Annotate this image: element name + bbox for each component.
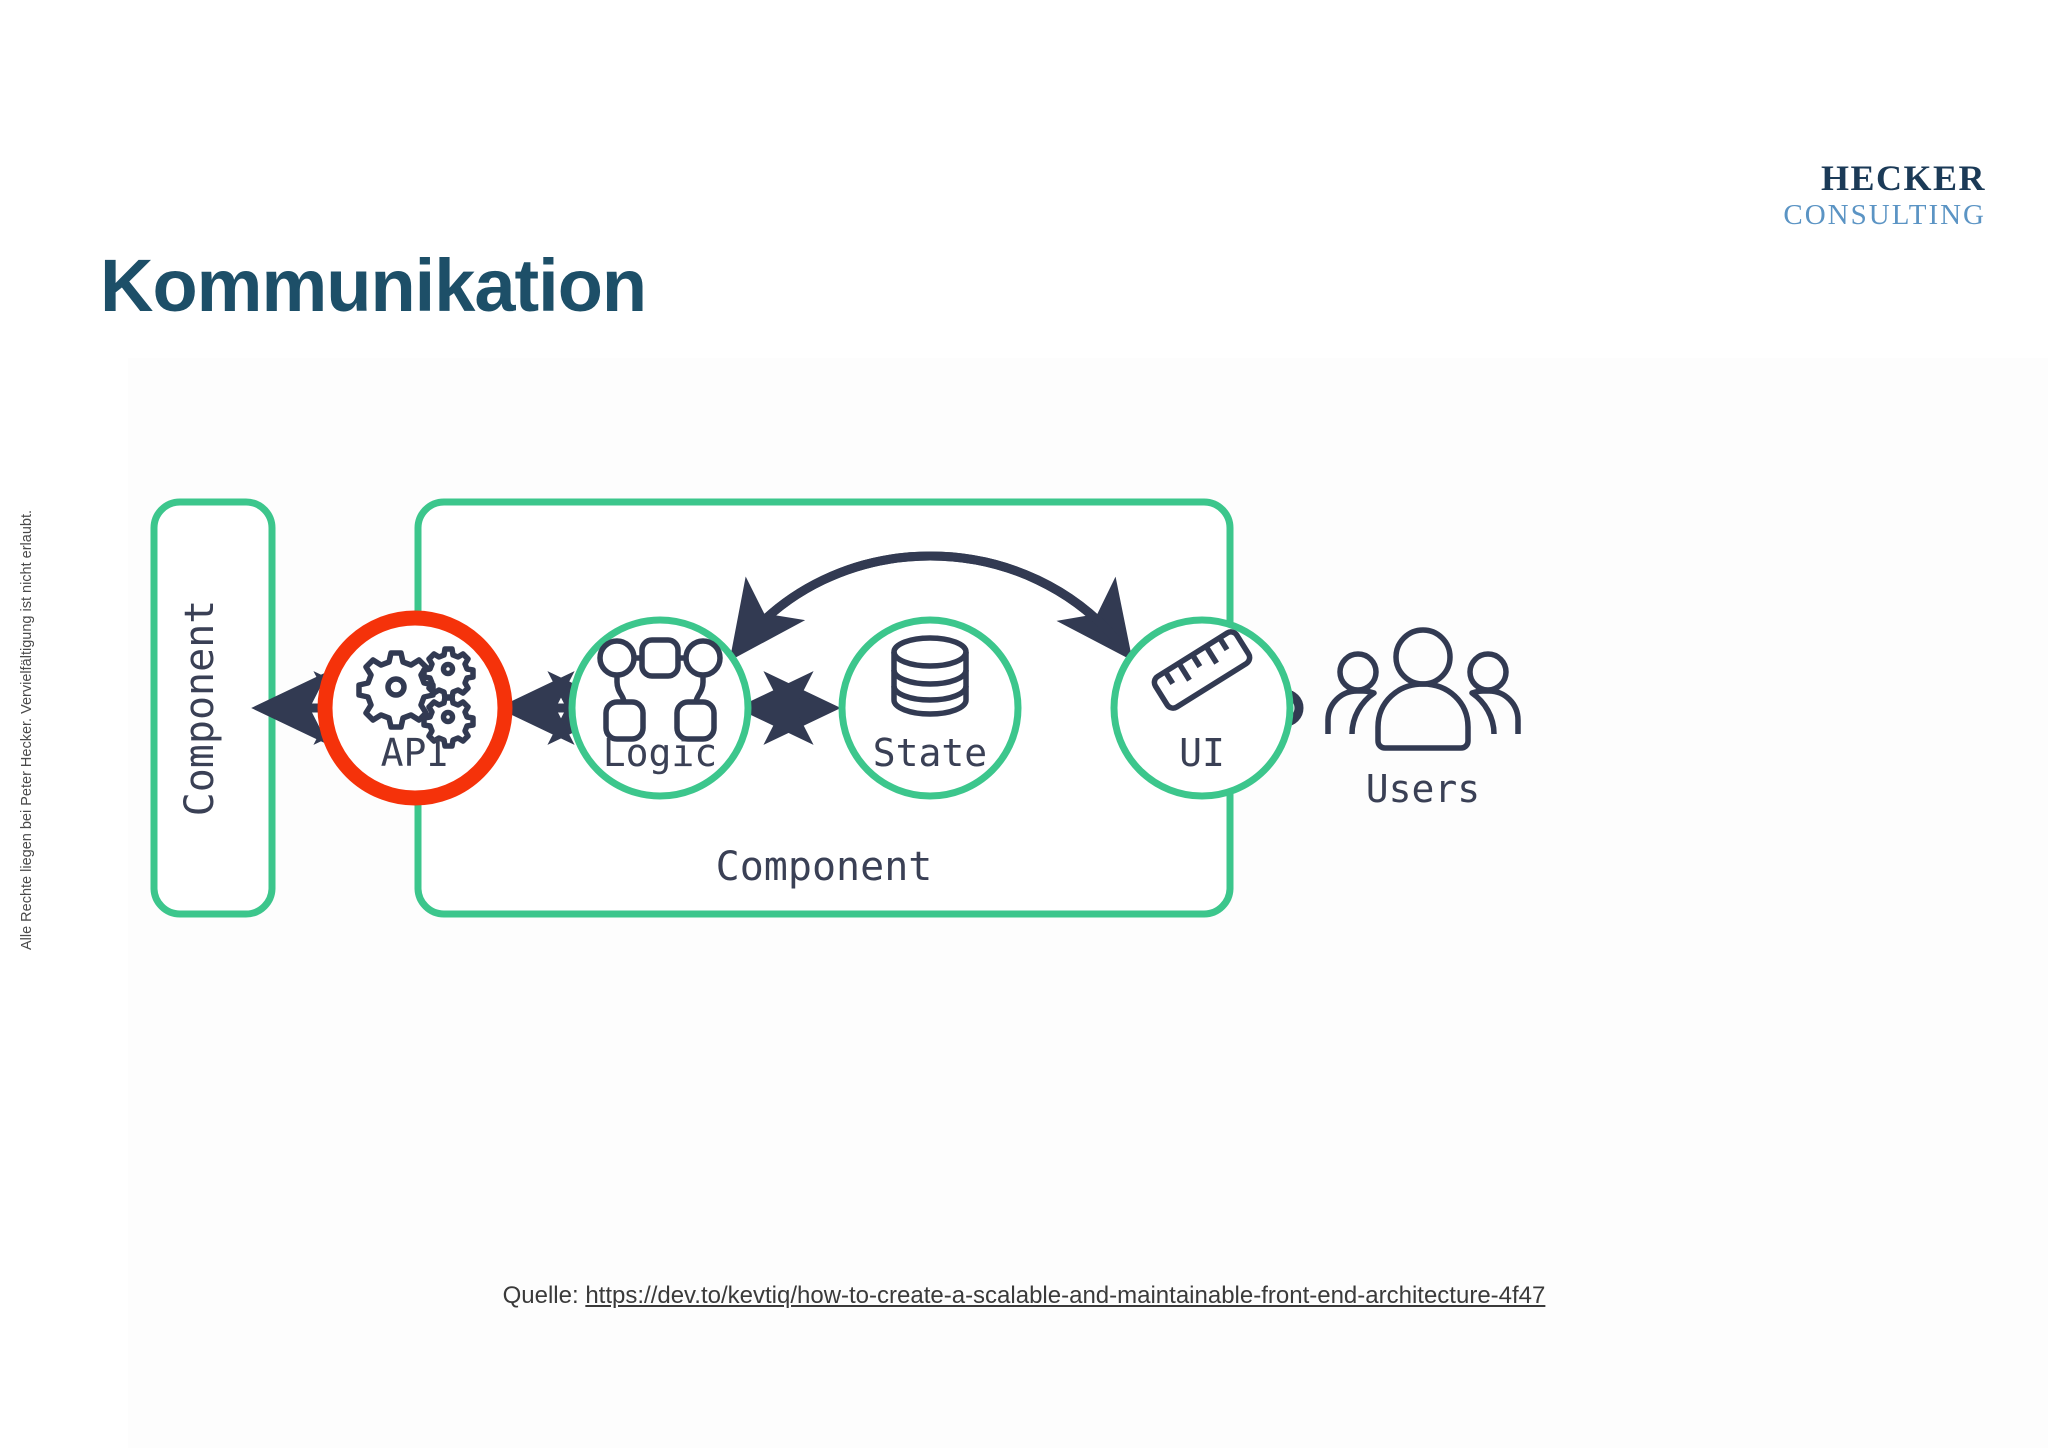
node-graph-icon (597, 637, 723, 742)
node-logic[interactable]: Logic (568, 616, 752, 800)
database-icon (891, 635, 969, 717)
node-ui-label: UI (1179, 731, 1225, 775)
node-api-label: API (381, 731, 450, 775)
node-state-label: State (873, 731, 987, 775)
node-ui[interactable]: UI (1110, 616, 1294, 800)
brand-logo: HECKER CONSULTING (1783, 160, 1986, 230)
node-api[interactable]: API (317, 610, 513, 806)
api-highlight-ring (317, 610, 513, 806)
users-group-icon (1325, 627, 1521, 751)
ruler-icon (1151, 629, 1253, 711)
actor-users-label: Users (1366, 767, 1480, 811)
external-component-box: Component (150, 498, 276, 918)
external-component-label: Component (177, 600, 223, 817)
source-citation: Quelle: https://dev.to/kevtiq/how-to-cre… (0, 1282, 2048, 1310)
actor-users: Users (1325, 627, 1521, 811)
gears-icon (356, 646, 476, 749)
edge-logic-ui-curved (729, 551, 1133, 661)
source-prefix: Quelle: (502, 1282, 586, 1309)
architecture-diagram: Component Component (130, 480, 1930, 980)
brand-logo-primary: HECKER (1820, 158, 1986, 198)
node-logic-label: Logic (603, 731, 717, 775)
node-state[interactable]: State (838, 616, 1022, 800)
inner-component-label: Component (716, 844, 933, 890)
copyright-notice: Alle Rechte liegen bei Peter Hecker. Ver… (19, 509, 35, 951)
brand-logo-secondary: CONSULTING (1783, 199, 1986, 231)
source-url-link[interactable]: https://dev.to/kevtiq/how-to-create-a-sc… (585, 1282, 1546, 1309)
page-title: Kommunikation (100, 244, 647, 327)
